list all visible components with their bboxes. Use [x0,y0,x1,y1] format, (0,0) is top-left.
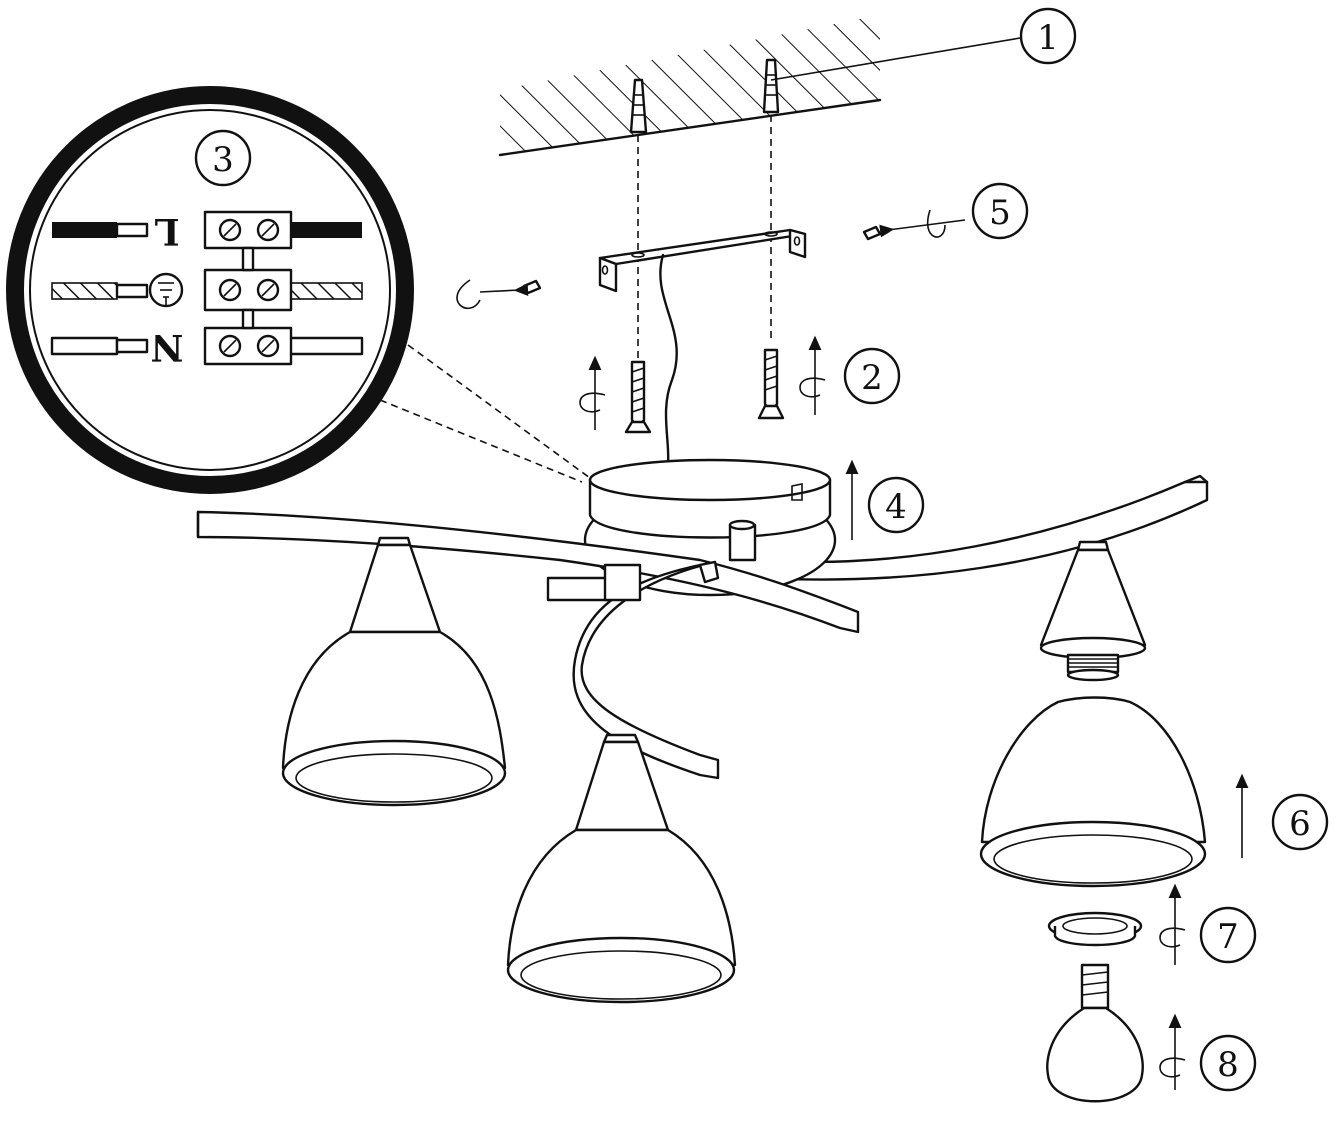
callout-3 [194,129,252,187]
neutral-wire-left [50,336,119,356]
supply-cable [659,253,678,467]
neutral-label: N [151,326,184,368]
wall-plug-right [762,58,780,114]
svg-text:4: 4 [885,487,907,527]
lamp-holder-right [1039,540,1147,682]
callout-5: 5 [971,182,1029,240]
svg-text:1: 1 [1037,18,1059,58]
lamp-shade-right [979,696,1207,888]
svg-text:5: 5 [989,193,1011,233]
leader-line-1 [770,37,1021,81]
live-label: L [154,210,179,252]
ceiling [498,15,882,157]
terminal-block [203,210,293,366]
earth-wire-right [289,282,363,300]
callout-3-label: 3 [212,140,234,180]
neutral-wire-right [288,336,364,356]
wood-screw-left [624,360,652,434]
svg-text:7: 7 [1217,917,1239,957]
callout-8: 8 [1199,1034,1257,1092]
shade-ring [1047,911,1143,947]
earth-ground-icon [148,272,184,308]
callout-4: 4 [867,476,925,534]
bracket-screw-left [456,279,542,310]
wall-plug-left [629,78,648,134]
arm-connector [546,563,642,602]
callout-1: 1 [1019,7,1077,65]
wiring-detail-zoom: 3 L N [6,86,591,494]
mounting-bracket [598,228,807,293]
rotate-arrow-icon [579,355,606,430]
rotate-arrow-icon [1159,883,1186,965]
svg-text:2: 2 [861,358,883,398]
callout-7: 7 [1199,906,1257,964]
lamp-shade-center [506,733,737,1004]
svg-text:8: 8 [1217,1045,1239,1085]
callout-6: 6 [1271,793,1329,851]
svg-text:6: 6 [1289,804,1311,844]
earth-wire-left [51,282,118,300]
arm-front [572,560,720,780]
bracket-screw-right [862,209,966,241]
live-wire-left [52,222,117,238]
wood-screw-right [757,348,785,420]
callout-2: 2 [843,347,901,405]
lamp-shade-left [281,536,507,807]
live-wire-right [290,222,362,238]
rotate-arrow-icon [1159,1013,1186,1090]
light-bulb-icon [1046,963,1144,1103]
rotate-arrow-icon [799,335,826,415]
